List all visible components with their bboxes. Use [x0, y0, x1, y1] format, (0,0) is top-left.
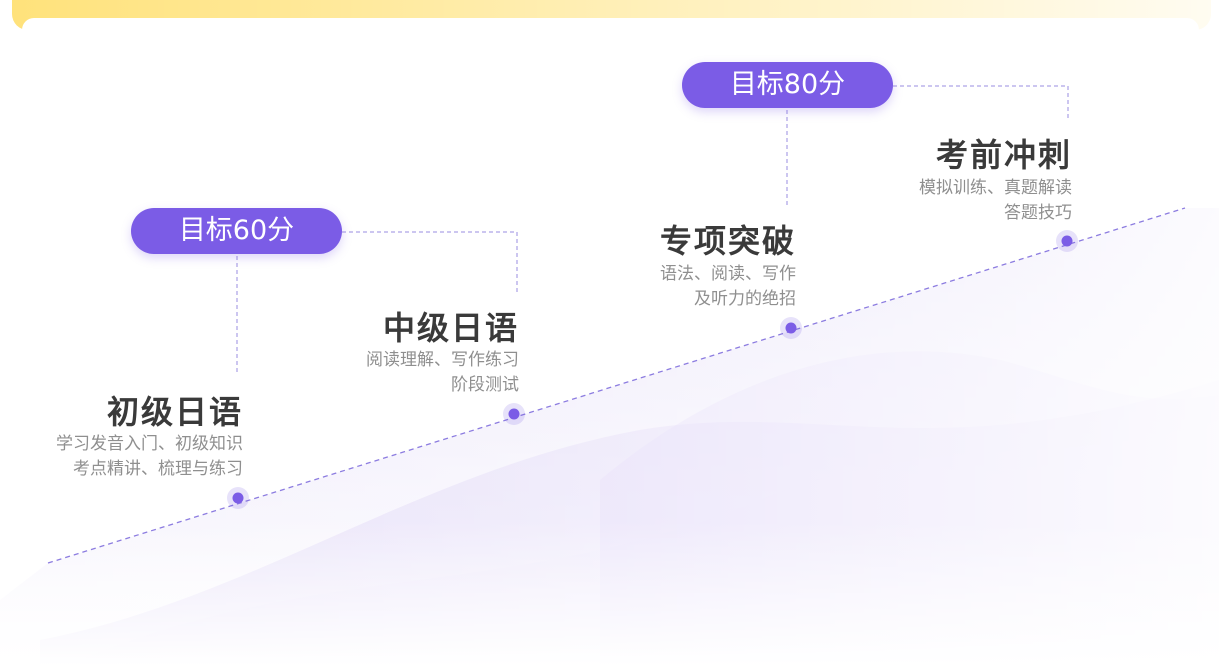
trend-line	[47, 207, 1186, 564]
stage-desc-2-line-2: 阶段测试	[451, 375, 519, 395]
stage-title-4: 考前冲刺	[935, 136, 1072, 174]
stage-desc-2: 阅读理解、写作练习 阶段测试	[366, 348, 519, 398]
goal80-connector-right	[893, 85, 1069, 118]
stage-desc-3-line-2: 及听力的绝招	[694, 289, 796, 309]
stage-desc-1-line-1: 学习发音入门、初级知识	[56, 434, 243, 454]
stage-title-3: 专项突破	[659, 222, 796, 260]
stage-title-2: 中级日语	[382, 309, 519, 347]
stage-desc-3-line-1: 语法、阅读、写作	[660, 264, 796, 284]
goal60-connector-right	[342, 231, 518, 292]
stage-desc-2-line-1: 阅读理解、写作练习	[366, 350, 519, 370]
stage-desc-4: 模拟训练、真题解读 答题技巧	[919, 176, 1072, 226]
goal-badge-60: 目标60分	[131, 208, 342, 254]
stage-desc-3: 语法、阅读、写作 及听力的绝招	[660, 262, 796, 312]
stage-desc-1-line-2: 考点精讲、梳理与练习	[73, 459, 243, 479]
milestone-point-1	[227, 487, 249, 509]
stage-desc-4-line-1: 模拟训练、真题解读	[919, 178, 1072, 198]
milestone-point-2	[503, 403, 525, 425]
goal-badge-80: 目标80分	[682, 62, 893, 108]
stage-title-1: 初级日语	[106, 393, 243, 431]
stage-desc-1: 学习发音入门、初级知识 考点精讲、梳理与练习	[56, 432, 243, 482]
fade-bottom	[0, 520, 1219, 666]
milestone-point-4	[1056, 230, 1078, 252]
stage-desc-4-line-2: 答题技巧	[1004, 203, 1072, 223]
milestone-point-3	[780, 317, 802, 339]
